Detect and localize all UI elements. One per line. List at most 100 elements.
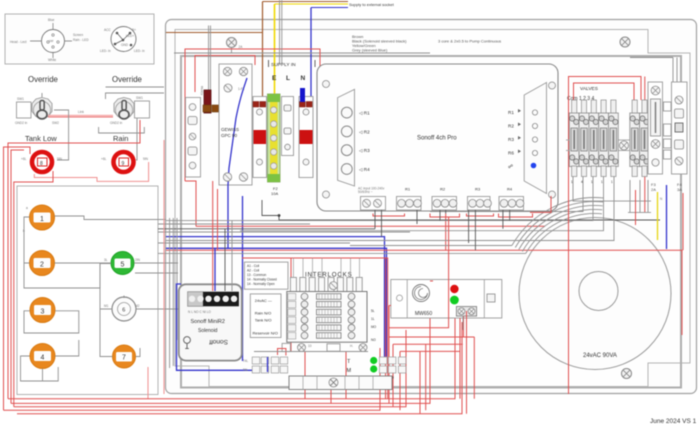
svg-text:a: a: [26, 206, 28, 210]
svg-text:Grey (sleeved Blue): Grey (sleeved Blue): [352, 48, 388, 53]
svg-text:per: per: [49, 39, 55, 43]
svg-text:Override: Override: [28, 75, 58, 84]
svg-text:Rain N/O: Rain N/O: [255, 311, 271, 316]
svg-text:1: 1: [611, 180, 613, 184]
svg-text:E: E: [272, 75, 277, 82]
svg-text:24vAC —: 24vAC —: [255, 298, 272, 303]
svg-text:M1: M1: [104, 304, 109, 308]
svg-text:◁ R2: ◁ R2: [359, 129, 370, 134]
svg-text:F4: F4: [677, 182, 682, 187]
svg-text:Tank Low: Tank Low: [25, 134, 57, 143]
svg-text:H.: H.: [350, 344, 353, 348]
svg-text:Reservoir N/O: Reservoir N/O: [253, 331, 278, 336]
svg-text:+6L: +6L: [101, 157, 107, 161]
svg-text:A2 - Coil: A2 - Coil: [247, 269, 260, 273]
svg-text:10: 10: [308, 344, 312, 348]
svg-text:Tank N/O: Tank N/O: [255, 318, 272, 323]
svg-text:3A: 3A: [677, 187, 682, 192]
svg-text:5L: 5L: [371, 309, 375, 313]
svg-text:LED+: LED+: [126, 34, 134, 38]
svg-text:GND2 in: GND2 in: [15, 121, 27, 125]
svg-text:MW650: MW650: [415, 311, 432, 317]
svg-text:☍: ☍: [508, 164, 513, 170]
svg-text:SUPPLY IN: SUPPLY IN: [271, 62, 296, 68]
svg-text:B+: B+: [132, 28, 136, 32]
svg-text:SW1: SW1: [136, 96, 143, 100]
svg-text:Override: Override: [112, 75, 142, 84]
svg-text:Solenoid: Solenoid: [198, 328, 218, 334]
svg-text:+6L: +6L: [21, 157, 27, 161]
svg-text:GND2 in: GND2 in: [110, 121, 122, 125]
svg-text:GEWISS: GEWISS: [221, 127, 239, 132]
svg-text:M2: M2: [135, 304, 140, 308]
svg-text:Black (Solenoid sleeved black): Black (Solenoid sleeved black): [352, 39, 407, 44]
svg-text:1-FL: 1-FL: [238, 87, 245, 91]
svg-text:Rain: Rain: [113, 134, 128, 143]
svg-text:2A: 2A: [651, 187, 656, 192]
svg-text:June 2024 VS 1: June 2024 VS 1: [650, 418, 697, 425]
svg-text:Head - Lect: Head - Lect: [10, 40, 27, 44]
svg-text:MO: MO: [371, 325, 377, 329]
svg-text:T4L: T4L: [243, 359, 249, 363]
svg-text:VALVES: VALVES: [580, 86, 598, 92]
svg-text:◁ R4: ◁ R4: [359, 167, 370, 172]
svg-text:Com 1 2 3 4: Com 1 2 3 4: [567, 96, 594, 102]
svg-text:R4: R4: [507, 187, 513, 192]
svg-text:R2: R2: [440, 187, 446, 192]
svg-text:LED- in: LED- in: [134, 49, 145, 53]
svg-text:1: 1: [40, 216, 44, 223]
svg-text:Sonoff 4ch Pro: Sonoff 4ch Pro: [417, 136, 457, 142]
svg-text:2: 2: [40, 262, 44, 269]
svg-text:Supply to external socket: Supply to external socket: [349, 2, 395, 7]
svg-text:1: 1: [591, 180, 593, 184]
svg-text:Brown: Brown: [352, 34, 363, 39]
svg-text:L: L: [286, 75, 290, 82]
svg-text:N: N: [660, 197, 663, 201]
svg-text:SW1: SW1: [17, 97, 24, 101]
svg-text:1: 1: [571, 180, 573, 184]
svg-text:AC input 100-240v: AC input 100-240v: [358, 187, 385, 191]
svg-text:R1: R1: [405, 187, 411, 192]
svg-text:1L: 1L: [371, 317, 375, 321]
svg-text:N: N: [301, 75, 306, 82]
svg-text:14 - Normally Open: 14 - Normally Open: [247, 282, 275, 286]
svg-text:7: 7: [122, 355, 126, 362]
svg-text:4: 4: [581, 180, 583, 184]
svg-text:3: 3: [41, 309, 45, 316]
svg-text:R6: R6: [508, 151, 514, 156]
svg-text:8: 8: [40, 161, 43, 167]
svg-text:14 - Normally Closed: 14 - Normally Closed: [247, 278, 277, 282]
svg-text:A1 - Coil: A1 - Coil: [247, 264, 260, 268]
svg-text:R2: R2: [508, 124, 514, 129]
svg-text:LED- in: LED- in: [100, 49, 111, 53]
svg-text:Rain - LED: Rain - LED: [73, 38, 89, 42]
svg-text:GPC 90: GPC 90: [221, 133, 238, 138]
svg-text:9IN: 9IN: [57, 157, 63, 161]
svg-text:R1: R1: [508, 110, 514, 115]
svg-text:R3: R3: [475, 187, 481, 192]
svg-text:◁ R3: ◁ R3: [359, 148, 370, 153]
svg-text:2IN: 2IN: [135, 258, 141, 262]
svg-text:2A: 2A: [239, 45, 244, 49]
svg-text:3 core & 2x0.5 to Pump Continu: 3 core & 2x0.5 to Pump Continuous: [438, 39, 501, 44]
svg-text:Sonoff MiniR2: Sonoff MiniR2: [191, 319, 225, 325]
svg-text:F2: F2: [273, 186, 278, 191]
svg-text:4: 4: [41, 355, 45, 362]
svg-text:INTERLOCKS: INTERLOCKS: [305, 272, 353, 279]
svg-text:Klema: Klema: [200, 86, 204, 95]
svg-text:Link: Link: [78, 110, 84, 114]
svg-text:M: M: [347, 368, 352, 374]
svg-text:9: 9: [122, 161, 125, 167]
svg-text:9IN: 9IN: [143, 157, 149, 161]
svg-text:White: White: [48, 58, 56, 62]
svg-text:Blue: Blue: [48, 18, 55, 22]
svg-text:T6L: T6L: [243, 368, 249, 372]
svg-text:N L NO C NI LO: N L NO C NI LO: [188, 310, 211, 314]
svg-text:50/60Hz ~: 50/60Hz ~: [358, 190, 373, 194]
svg-text:ACC: ACC: [104, 28, 111, 32]
svg-text:10A: 10A: [271, 191, 278, 196]
svg-text:1: 1: [601, 180, 603, 184]
svg-text:◁ R1: ◁ R1: [359, 111, 370, 116]
svg-text:R3: R3: [508, 137, 514, 142]
svg-text:6: 6: [122, 308, 125, 314]
